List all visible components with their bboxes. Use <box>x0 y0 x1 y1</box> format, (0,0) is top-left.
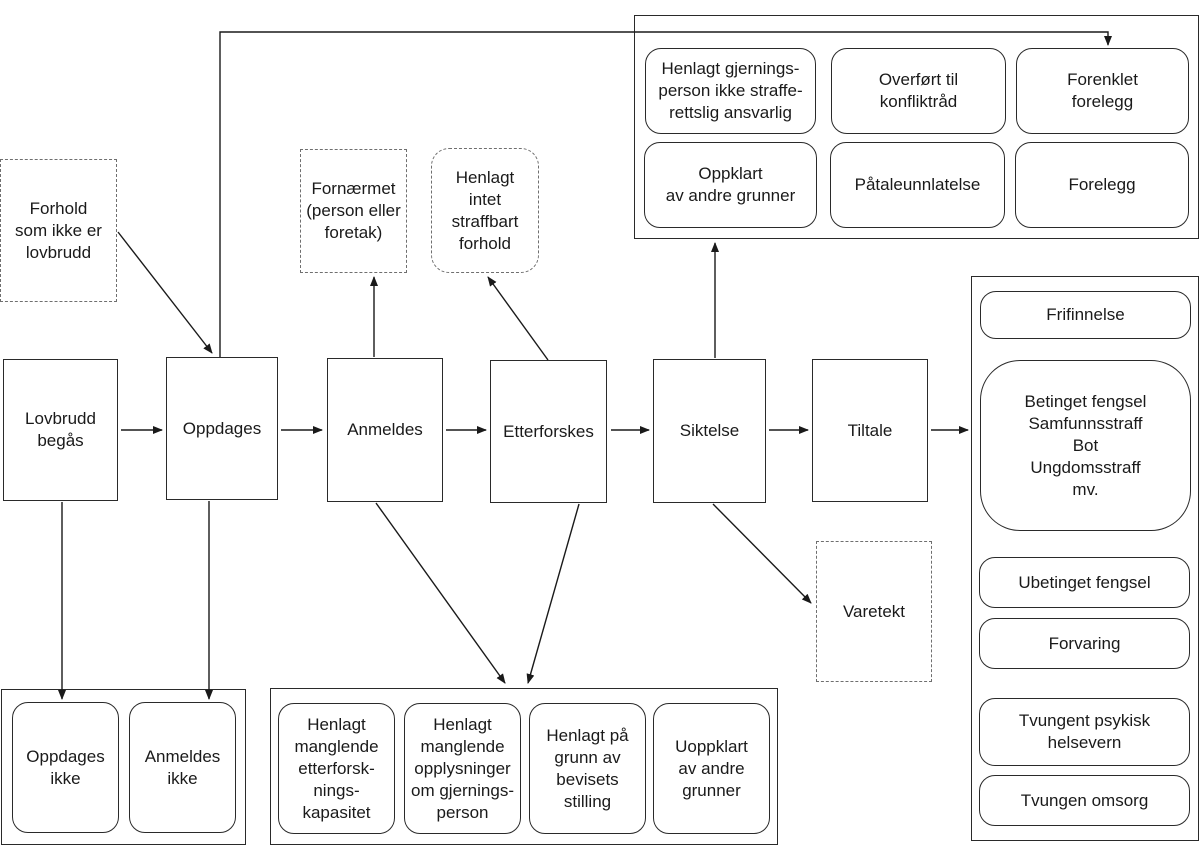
outcome-forelegg: Forelegg <box>1015 142 1189 228</box>
step-lovbrudd-begas: Lovbrudd begås <box>3 359 118 501</box>
arrow-forhold-to-oppdages <box>117 231 213 354</box>
henlagt-intet-straffbart: Henlagt intet straffbart forhold <box>431 148 539 273</box>
outcome-tvungen-omsorg: Tvungen omsorg <box>979 775 1190 826</box>
outcome-group-bottom-left <box>1 689 246 845</box>
outcome-ubetinget-fengsel: Ubetinget fengsel <box>979 557 1190 608</box>
outcome-pataleunnlatelse: Påtaleunnlatelse <box>830 142 1005 228</box>
outcome-forvaring: Forvaring <box>979 618 1190 669</box>
step-siktelse: Siktelse <box>653 359 766 503</box>
outcome-frifinnelse: Frifinnelse <box>980 291 1191 339</box>
outcome-tvungent-psykisk-helsevern: Tvungent psykisk helsevern <box>979 698 1190 766</box>
outcome-henlagt-kapasitet: Henlagt manglende etterforsk- nings- kap… <box>278 703 395 834</box>
step-tiltale: Tiltale <box>812 359 928 502</box>
step-anmeldes: Anmeldes <box>327 358 443 502</box>
outcome-oppklart-andre: Oppklart av andre grunner <box>644 142 817 228</box>
outcome-oppdages-ikke: Oppdages ikke <box>12 702 119 833</box>
arrow-oppdages-to-top-right <box>219 31 1112 357</box>
outcome-forenklet-forelegg: Forenklet forelegg <box>1016 48 1189 134</box>
step-oppdages: Oppdages <box>166 357 278 500</box>
step-etterforskes: Etterforskes <box>490 360 607 503</box>
outcome-henlagt-opplysninger: Henlagt manglende opplysninger om gjerni… <box>404 703 521 834</box>
arrow-etterforskes-to-bottom-mid <box>526 503 580 684</box>
arrow-anmeldes-to-bottom-mid <box>375 502 506 684</box>
arrow-siktelse-to-varetekt <box>712 503 812 604</box>
outcome-group-right <box>971 276 1199 841</box>
outcome-group-top-right <box>634 15 1199 239</box>
arrow-etterforskes-to-henlagt <box>487 276 549 361</box>
outcome-anmeldes-ikke: Anmeldes ikke <box>129 702 236 833</box>
fornaermet-box: Fornærmet (person eller foretak) <box>300 149 407 273</box>
outcome-group-bottom-mid <box>270 688 778 845</box>
outcome-uoppklart-andre: Uoppklart av andre grunner <box>653 703 770 834</box>
outcome-henlagt-bevisets-stilling: Henlagt på grunn av bevisets stilling <box>529 703 646 834</box>
outcome-betinget-fengsel-etc: Betinget fengsel Samfunnsstraff Bot Ungd… <box>980 360 1191 531</box>
varetekt-box: Varetekt <box>816 541 932 682</box>
forhold-ikke-lovbrudd: Forhold som ikke er lovbrudd <box>0 159 117 302</box>
outcome-konfliktrad: Overført til konfliktråd <box>831 48 1006 134</box>
outcome-ikke-straffeansvarlig: Henlagt gjernings- person ikke straffe- … <box>645 48 816 134</box>
